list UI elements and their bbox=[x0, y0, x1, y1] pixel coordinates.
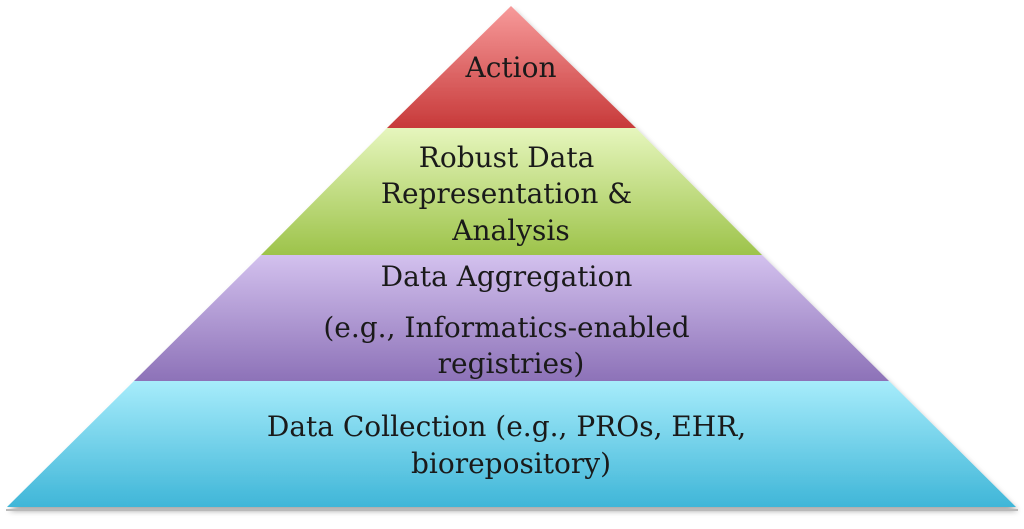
tier-analysis-shape bbox=[261, 128, 762, 255]
tier-action-shape bbox=[387, 6, 636, 128]
tier-analysis-line-3: Analysis bbox=[451, 214, 569, 247]
tier-aggregation-shape bbox=[134, 255, 889, 381]
pyramid-body bbox=[7, 6, 1016, 507]
tier-aggregation-line-4: registries) bbox=[438, 347, 585, 380]
tier-analysis-label: Robust Data Representation & Analysis bbox=[381, 141, 641, 247]
tier-collection-line-2: biorepository) bbox=[411, 447, 611, 480]
tier-aggregation-line-3: (e.g., Informatics-enabled bbox=[323, 311, 689, 344]
tier-analysis-line-2: Representation & bbox=[381, 177, 632, 210]
tier-analysis-line-1: Robust Data bbox=[419, 141, 595, 174]
tier-aggregation-label: Data Aggregation (e.g., Informatics-enab… bbox=[323, 260, 698, 380]
tier-aggregation-line-1: Data Aggregation bbox=[381, 260, 633, 293]
tier-action-line-1: Action bbox=[465, 51, 557, 84]
tier-collection-line-1: Data Collection (e.g., PROs, EHR, bbox=[267, 410, 746, 443]
tier-action-label: Action bbox=[465, 51, 557, 84]
tier-collection-shape bbox=[7, 381, 1016, 507]
tier-collection-label: Data Collection (e.g., PROs, EHR, biorep… bbox=[267, 410, 755, 480]
